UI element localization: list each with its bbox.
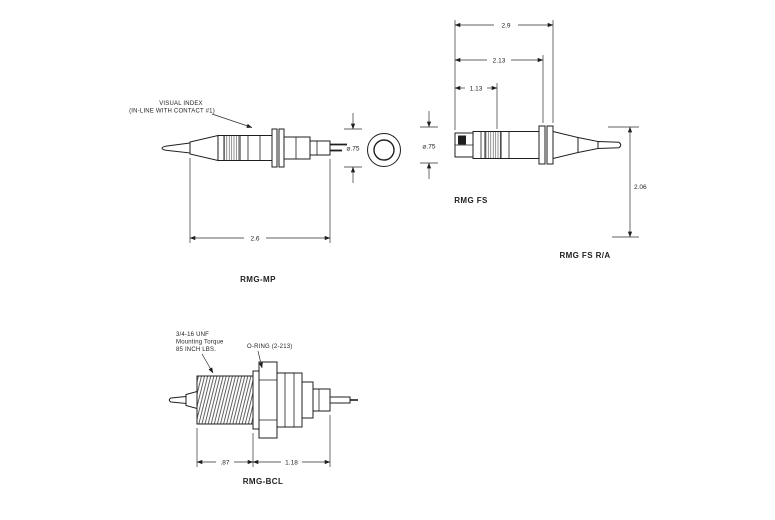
rmg-mp-rear-body	[283, 136, 311, 160]
rmg-bcl-boot	[185, 390, 198, 410]
rmg-bcl-step	[301, 381, 314, 419]
rmg-fs-ra-view: 2.06 RMG FS R/A	[559, 126, 647, 260]
rmg-fs-ra-label: RMG FS R/A	[559, 251, 610, 260]
end-view-outer-circle	[367, 133, 401, 167]
rmg-bcl-threads	[196, 375, 254, 425]
rmg-fs-label: RMG FS	[454, 196, 488, 205]
end-view	[367, 133, 401, 167]
rmg-bcl-body	[276, 372, 303, 428]
rmg-bcl-washer	[252, 370, 260, 430]
rmg-fs-diameter-dimension: ⌀.75	[420, 111, 438, 179]
rmg-mp-boot	[189, 134, 219, 162]
rmg-fs-dimensions: 2.9 2.13 1.13	[454, 20, 554, 130]
rmg-bcl-pin	[329, 396, 351, 404]
rmg-fs-knurl-band	[484, 131, 502, 159]
oring-note-leader	[257, 350, 263, 369]
rmg-fs-keyway	[458, 135, 466, 145]
rmg-mp-knurl-band	[223, 135, 241, 161]
rmg-bcl-label: RMG-BCL	[243, 477, 284, 486]
rmg-fs-body-length-value: 2.13	[493, 58, 506, 65]
mounting-note-leader	[201, 353, 214, 374]
oring-note: O-RING (2-213)	[247, 344, 292, 350]
rmg-bcl-dimensions: .87 1.18	[196, 415, 331, 467]
rmg-mp-length-dimension: 2.6	[189, 158, 331, 243]
rmg-mp-cable	[161, 142, 191, 154]
rmg-fs-boot-taper	[577, 136, 599, 154]
mounting-note-line1: 3/4-16 UNF	[176, 332, 209, 338]
mounting-note-line2: Mounting Torque	[176, 340, 224, 346]
rmg-bcl-thread-length-value: .87	[220, 460, 229, 467]
visual-index-note-line1: VISUAL INDEX	[159, 101, 203, 107]
rmg-mp-diameter-value: ⌀.75	[347, 146, 360, 153]
rmg-fs-overall-length-value: 2.9	[501, 23, 510, 30]
rmg-fs-ring-front	[538, 125, 546, 165]
rmg-fs-front-length-value: 1.13	[470, 86, 483, 93]
rmg-mp-length-value: 2.6	[250, 236, 259, 243]
rmg-fs-cable	[597, 140, 622, 150]
rmg-bcl-body-length-value: 1.18	[285, 460, 298, 467]
rmg-bcl-cable	[168, 395, 187, 405]
rmg-fs-body	[472, 131, 540, 159]
rmg-bcl-nut	[258, 361, 278, 439]
rmg-mp-ring-front	[271, 128, 278, 168]
rmg-fs-ra-height-value: 2.06	[634, 184, 647, 191]
mounting-note-line3: 85 INCH LBS.	[176, 347, 216, 353]
rmg-mp-diameter-dimension: ⌀.75	[344, 113, 362, 183]
rmg-mp-ferrule	[309, 140, 331, 156]
rmg-bcl-view: 3/4-16 UNF Mounting Torque 85 INCH LBS. …	[168, 332, 358, 486]
rmg-bcl-ferrule	[312, 388, 331, 412]
end-view-inner-circle	[373, 139, 395, 161]
visual-index-note-line2: (IN-LINE WITH CONTACT #1)	[129, 109, 215, 115]
visual-index-leader	[211, 113, 253, 128]
rmg-fs-diameter-value: ⌀.75	[423, 144, 436, 151]
rmg-mp-view: VISUAL INDEX (IN-LINE WITH CONTACT #1) ⌀…	[129, 101, 362, 284]
rmg-mp-ring-rear	[278, 128, 285, 168]
rmg-fs-view: 2.9 2.13 1.13 RMG FS	[454, 20, 622, 205]
rmg-fs-boot	[552, 130, 579, 160]
rmg-mp-label: RMG-MP	[240, 275, 276, 284]
rmg-fs-ring-rear	[546, 125, 554, 165]
